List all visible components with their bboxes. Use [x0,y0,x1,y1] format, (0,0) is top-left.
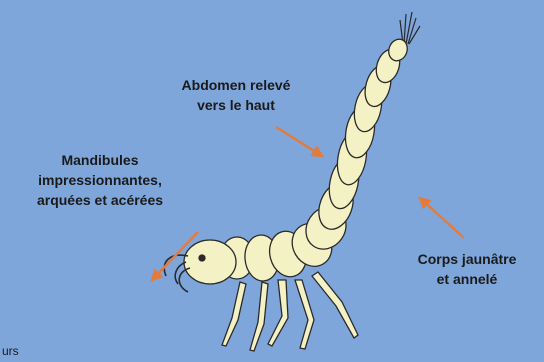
arrow-abdomen [276,127,322,156]
label-abdomen-line-2: vers le haut [182,95,291,115]
label-mandibles-line-2: impressionnantes, [37,170,163,190]
label-corps-line-1: Corps jaunâtre [418,249,517,269]
label-corps-line-2: et annelé [418,269,517,289]
tail-bristles [400,12,420,44]
arrow-corps [420,198,464,238]
larva-body [220,37,410,283]
larva-legs [222,272,358,351]
label-mandibles-line-3: arquées et acérées [37,190,163,210]
label-mandibles: Mandibules impressionnantes, arquées et … [37,150,163,210]
label-abdomen-line-1: Abdomen relevé [182,75,291,95]
label-mandibles-line-1: Mandibules [37,150,163,170]
partial-caption: urs [2,344,19,358]
larva-head [184,240,236,284]
label-abdomen: Abdomen relevé vers le haut [182,75,291,115]
label-corps: Corps jaunâtre et annelé [418,249,517,289]
